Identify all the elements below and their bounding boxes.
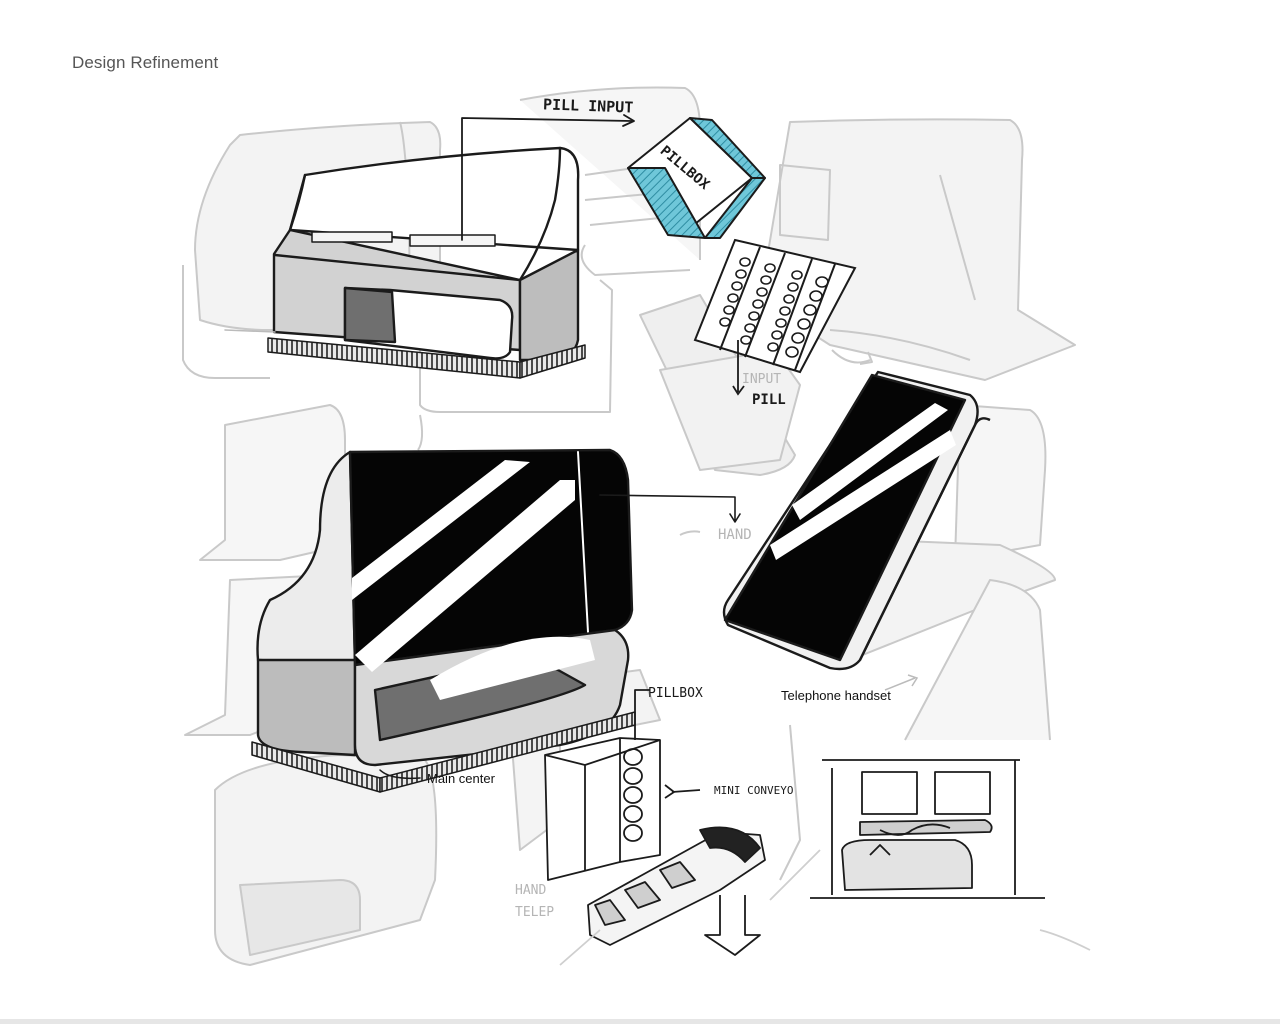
annotation-pillbox-small: PILLBOX xyxy=(648,686,703,701)
pillbox-cartridge-sketch xyxy=(627,117,766,239)
pill-tray-sketch xyxy=(693,238,857,396)
telephone-handset-sketch xyxy=(722,370,991,671)
cross-section-sketch xyxy=(810,759,1091,951)
annotation-hand-ghost: HAND xyxy=(718,527,752,543)
label-main-center: Main center xyxy=(427,771,495,786)
main-center-device-sketch xyxy=(251,448,741,793)
annotation-hand-telep-ghost: HAND TELEP xyxy=(515,883,555,920)
page-title: Design Refinement xyxy=(72,53,219,72)
main-hub-top-sketch xyxy=(224,114,635,379)
label-telephone-handset: Telephone handset xyxy=(781,688,891,703)
annotation-input-ghost: INPUT xyxy=(742,372,782,387)
page-bottom-divider xyxy=(0,1019,1280,1024)
annotation-pill-input: PILL INPUT xyxy=(542,95,634,117)
pillbox-conveyor-sketch xyxy=(544,689,821,966)
annotation-mini-conveyor: MINI CONVEYO xyxy=(714,784,794,797)
annotation-pill: PILL xyxy=(752,392,786,408)
